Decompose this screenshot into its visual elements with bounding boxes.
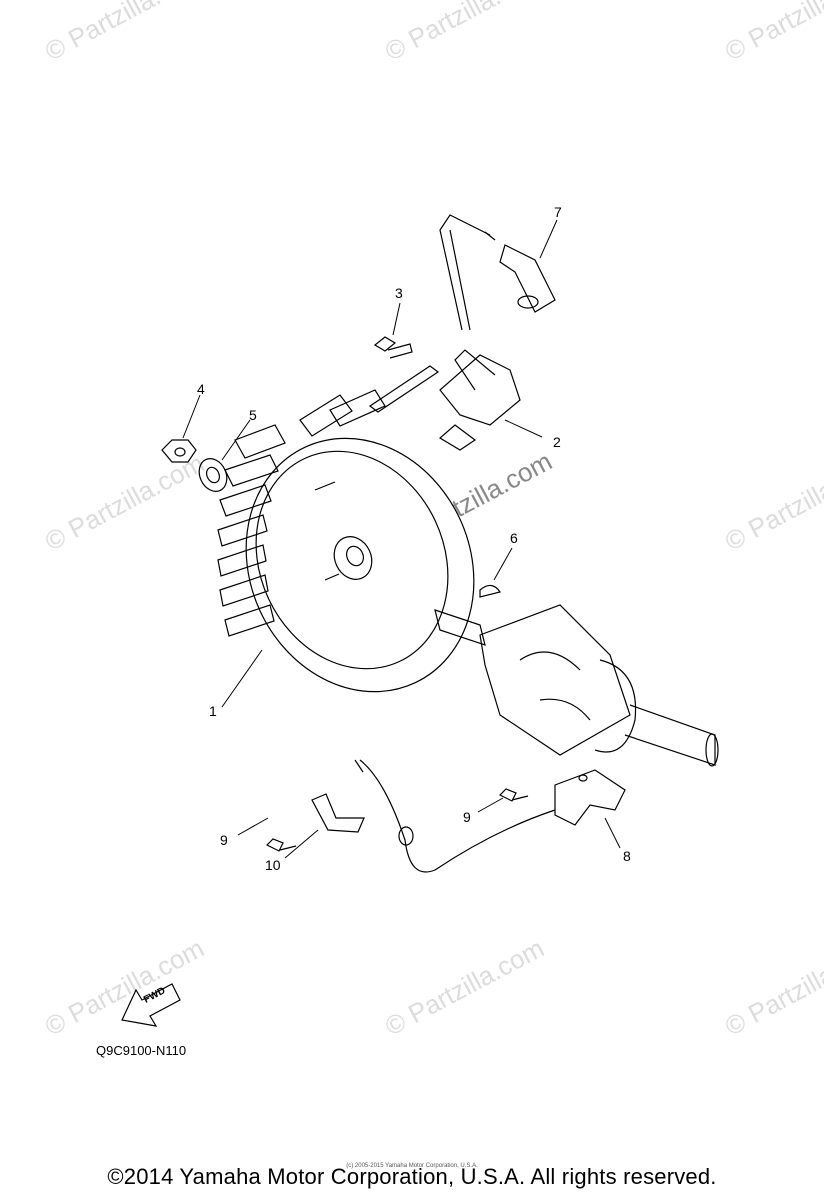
fwd-arrow-icon <box>121 983 181 1027</box>
callout-10: 10 <box>265 857 281 873</box>
bolt <box>373 336 413 359</box>
nut <box>161 439 197 463</box>
callout-3: 3 <box>395 285 403 301</box>
callout-4: 4 <box>197 381 205 397</box>
bracket <box>311 793 365 833</box>
flywheel <box>217 389 475 693</box>
washer <box>198 458 228 492</box>
spark-plug-cap <box>499 244 556 313</box>
callout-6: 6 <box>510 530 518 546</box>
woodruff-key <box>479 584 501 598</box>
copyright-notice: ©2014 Yamaha Motor Corporation, U.S.A. A… <box>107 1164 717 1189</box>
callout-2: 2 <box>553 434 561 450</box>
callout-1: 1 <box>209 703 217 719</box>
bolt <box>265 788 529 852</box>
crankshaft <box>434 604 719 767</box>
callout-9: 9 <box>463 809 471 825</box>
diagram-code: Q9C9100-N110 <box>96 1043 187 1058</box>
callout-7: 7 <box>554 204 562 220</box>
callout-5: 5 <box>249 407 257 423</box>
callout-9: 9 <box>220 832 228 848</box>
callout-8: 8 <box>623 848 631 864</box>
leader-lines <box>182 219 621 859</box>
ignition-coil <box>368 214 521 451</box>
small-copyright: (c) 2005-2015 Yamaha Motor Corporation, … <box>346 1163 478 1169</box>
pulser-coil <box>354 759 626 873</box>
